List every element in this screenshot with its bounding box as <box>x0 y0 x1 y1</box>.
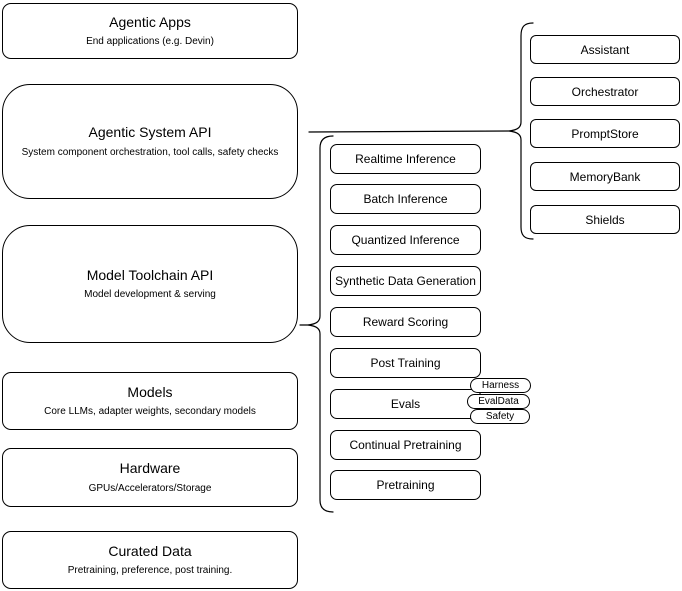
box-model-toolchain-api: Model Toolchain API Model development & … <box>2 225 298 343</box>
service-box-realtime-inference: Realtime Inference <box>330 144 481 174</box>
box-agentic-system-api: Agentic System API System component orch… <box>2 84 298 199</box>
box-agentic-apps: Agentic Apps End applications (e.g. Devi… <box>2 3 298 59</box>
component-box-assistant: Assistant <box>530 35 680 64</box>
box-title: Agentic Apps <box>109 13 191 30</box>
component-box-shields: Shields <box>530 205 680 234</box>
component-label: Orchestrator <box>571 84 639 99</box>
service-label: Pretraining <box>376 478 435 492</box>
box-hardware: Hardware GPUs/Accelerators/Storage <box>2 448 298 507</box>
badge-label: EvalData <box>478 395 519 407</box>
box-subtitle: Core LLMs, adapter weights, secondary mo… <box>44 406 256 418</box>
service-label: Synthetic Data Generation <box>335 274 476 288</box>
service-box-post-training: Post Training <box>330 348 481 378</box>
service-label: Batch Inference <box>363 192 448 206</box>
component-label: PromptStore <box>571 126 639 141</box>
service-label: Continual Pretraining <box>349 438 462 452</box>
service-box-evals: Evals <box>330 389 481 419</box>
service-box-reward-scoring: Reward Scoring <box>330 307 481 337</box>
box-subtitle: End applications (e.g. Devin) <box>86 36 214 48</box>
component-box-orchestrator: Orchestrator <box>530 77 680 106</box>
box-subtitle: GPUs/Accelerators/Storage <box>88 482 212 494</box>
box-subtitle: Model development & serving <box>84 289 216 301</box>
box-curated-data: Curated Data Pretraining, preference, po… <box>2 531 298 589</box>
box-title: Models <box>127 383 173 400</box>
service-box-continual-pretraining: Continual Pretraining <box>330 430 481 460</box>
component-label: MemoryBank <box>569 169 641 184</box>
service-box-batch-inference: Batch Inference <box>330 184 481 214</box>
badge-safety: Safety <box>470 409 530 424</box>
box-subtitle: System component orchestration, tool cal… <box>21 146 279 158</box>
service-label: Post Training <box>370 356 441 370</box>
service-label: Realtime Inference <box>355 152 456 166</box>
box-title: Curated Data <box>108 542 192 559</box>
box-title: Agentic System API <box>88 124 212 141</box>
box-subtitle: Pretraining, preference, post training. <box>67 565 233 577</box>
service-box-synthetic-data-generation: Synthetic Data Generation <box>330 266 481 296</box>
badge-evaldata: EvalData <box>467 394 530 409</box>
service-box-quantized-inference: Quantized Inference <box>330 225 481 255</box>
component-label: Shields <box>585 212 625 227</box>
box-title: Model Toolchain API <box>86 266 214 283</box>
service-box-pretraining: Pretraining <box>330 470 481 500</box>
service-label: Quantized Inference <box>351 233 460 247</box>
box-models: Models Core LLMs, adapter weights, secon… <box>2 372 298 430</box>
service-label: Evals <box>390 397 421 411</box>
badge-harness: Harness <box>470 378 531 393</box>
system-api-connector-line <box>308 130 510 133</box>
badge-label: Harness <box>481 379 520 391</box>
box-title: Hardware <box>119 460 181 477</box>
badge-label: Safety <box>485 410 515 422</box>
service-label: Reward Scoring <box>362 315 449 329</box>
component-box-promptstore: PromptStore <box>530 119 680 148</box>
component-label: Assistant <box>580 42 630 57</box>
component-box-memorybank: MemoryBank <box>530 162 680 191</box>
